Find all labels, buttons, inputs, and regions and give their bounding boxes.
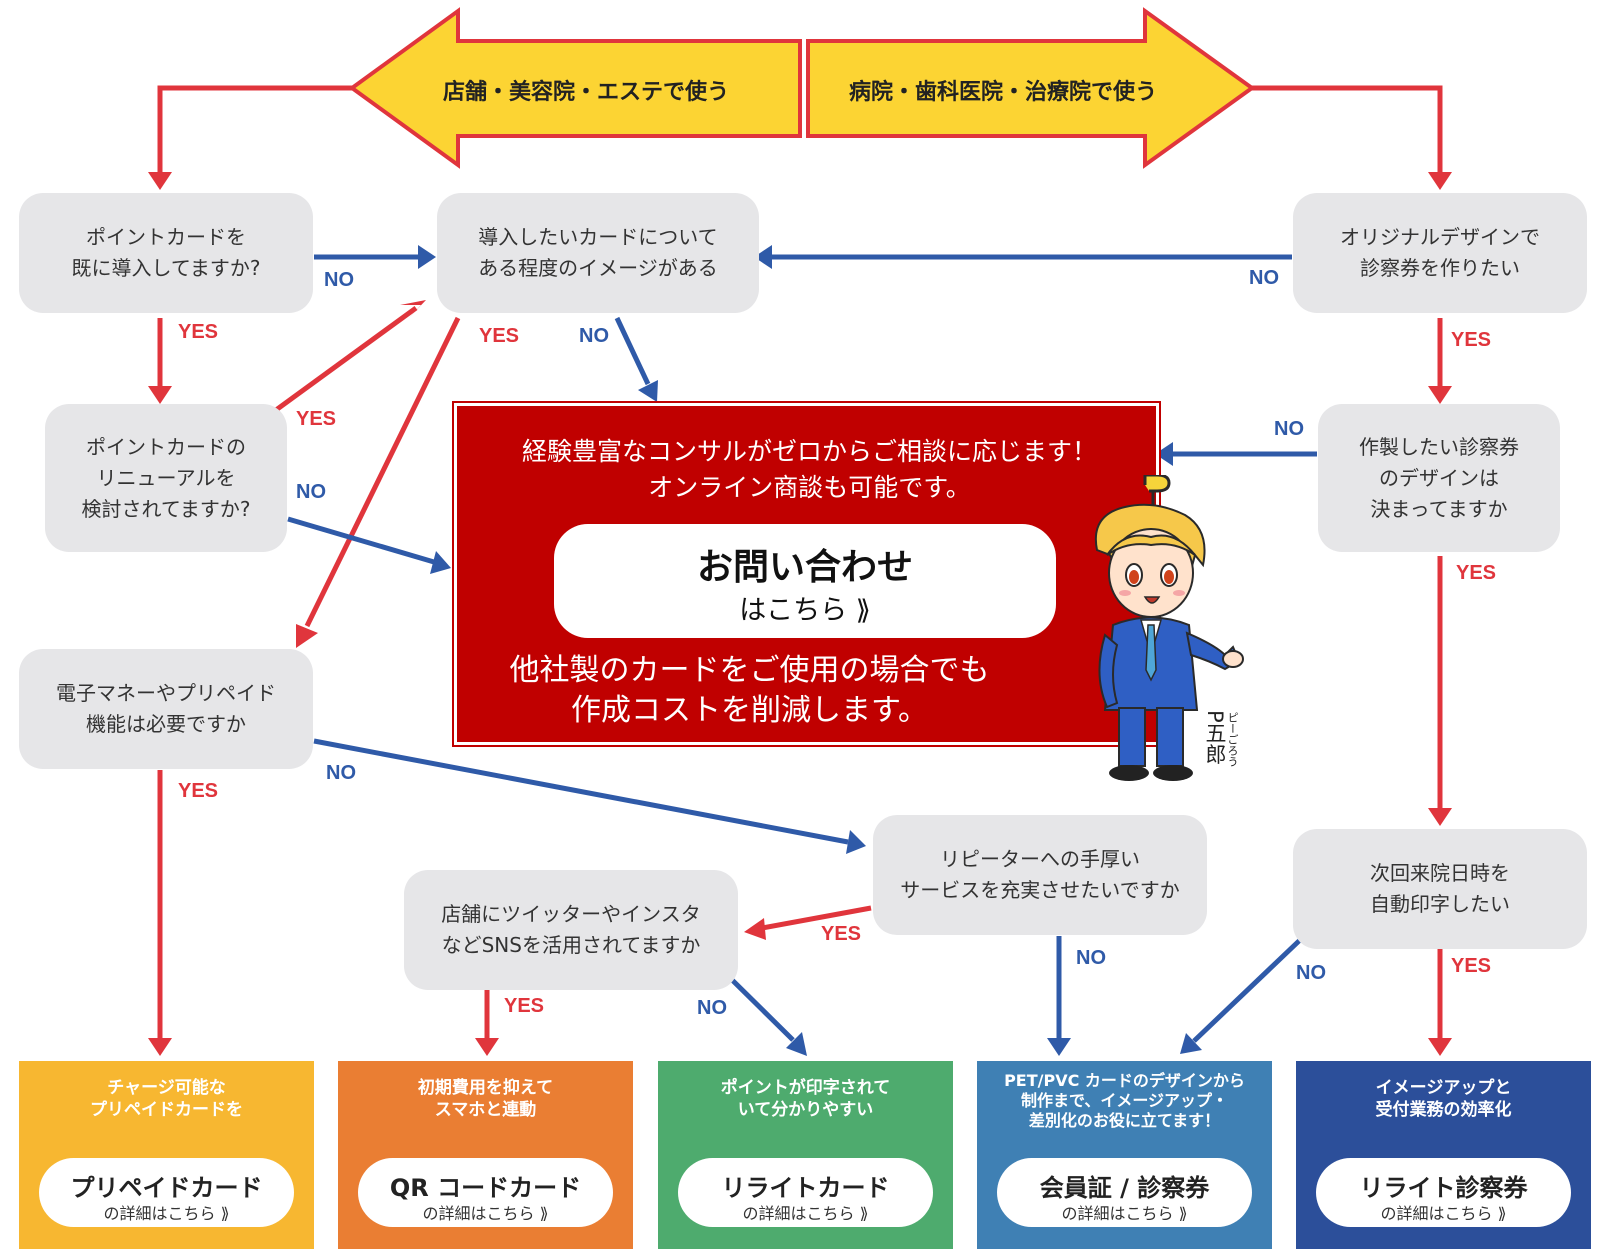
label-yes: YES (1451, 329, 1492, 351)
card-link-text: の詳細はこちら ⟫ (742, 1204, 869, 1223)
label-no: NO (296, 481, 326, 503)
card-description: 初期費用を抑えて スマホと連動 (417, 1078, 554, 1120)
node-emoney: 電子マネーやプリペイド 機能は必要ですか (19, 649, 313, 769)
mascot-ruby: ピーごろう (1226, 712, 1239, 767)
node-sns: 店舗にツイッターやインスタ などSNSを活用されてますか (404, 870, 738, 990)
rewrite-card-details-button[interactable]: リライトカード の詳細はこちら ⟫ (678, 1158, 933, 1227)
contact-button-sub: はこちら ⟫ (739, 595, 871, 626)
no-connectors (287, 245, 1317, 1056)
label-no: NO (1296, 962, 1326, 984)
qr-card-details-button[interactable]: QR コードカード の詳細はこちら ⟫ (358, 1158, 613, 1227)
card-link-text: の詳細はこちら ⟫ (422, 1204, 549, 1223)
label-yes: YES (479, 325, 520, 347)
label-no: NO (324, 269, 354, 291)
mascot-illustration (1094, 475, 1244, 781)
cta-intro-text: 経験豊富なコンサルがゼロからご相談に応じます！ オンライン商談も可能です。 (521, 437, 1097, 502)
card-title: リライトカード (721, 1174, 890, 1202)
label-yes: YES (1451, 955, 1492, 977)
label-yes: YES (178, 780, 219, 802)
node-image: 導入したいカードについて ある程度のイメージがある (437, 193, 759, 313)
rewrite-patient-card-details-button[interactable]: リライト診察券 の詳細はこちら ⟫ (1316, 1158, 1571, 1227)
card-title: QR コードカード (389, 1174, 582, 1202)
label-yes: YES (178, 321, 219, 343)
label-yes: YES (821, 923, 862, 945)
card-link-text: の詳細はこちら ⟫ (1380, 1204, 1507, 1223)
card-link-text: の詳細はこちら ⟫ (1061, 1204, 1188, 1223)
label-no: NO (697, 997, 727, 1019)
card-description: イメージアップと 受付業務の効率化 (1375, 1078, 1512, 1120)
card-description: PET/PVC カードのデザインから 制作まで、イメージアップ・ 差別化のお役に… (1004, 1071, 1245, 1130)
label-no: NO (579, 325, 609, 347)
node-original-design: オリジナルデザインで 診察券を作りたい (1293, 193, 1587, 313)
contact-button[interactable]: お問い合わせ はこちら ⟫ (554, 524, 1056, 638)
prepaid-card-details-button[interactable]: プリペイドカード の詳細はこちら ⟫ (39, 1158, 294, 1227)
node-renewal: ポイントカードの リニューアルを 検討されてますか? (45, 404, 287, 552)
yes-connectors (148, 85, 1452, 1056)
card-description: チャージ可能な プリペイドカードを (90, 1078, 243, 1120)
label-no: NO (1274, 418, 1304, 440)
label-no: NO (1249, 267, 1279, 289)
card-title: 会員証 / 診察券 (1039, 1174, 1210, 1202)
node-next-visit: 次回来院日時を 自動印字したい (1293, 829, 1587, 949)
card-prepaid: チャージ可能な プリペイドカードを プリペイドカード の詳細はこちら ⟫ (19, 1061, 314, 1249)
card-qr: 初期費用を抑えて スマホと連動 QR コードカード の詳細はこちら ⟫ (338, 1061, 633, 1249)
label-yes: YES (1456, 562, 1497, 584)
mascot-name: P五郎 (1203, 710, 1227, 765)
banner-left-label: 店舗・美容院・エステで使う (443, 80, 730, 105)
banner-left-arrow (348, 7, 802, 169)
member-card-details-button[interactable]: 会員証 / 診察券 の詳細はこちら ⟫ (997, 1158, 1252, 1227)
label-yes: YES (504, 995, 545, 1017)
card-title: プリペイドカード (70, 1174, 263, 1202)
banner-right-arrow (806, 7, 1256, 169)
node-design-decided: 作製したい診察券 のデザインは 決まってますか (1318, 404, 1560, 552)
label-yes: YES (296, 408, 337, 430)
node-repeater: リピーターへの手厚い サービスを充実させたいですか (873, 815, 1207, 935)
cta-cost-text: 他社製のカードをご使用の場合でも 作成コストを削減します。 (509, 653, 990, 728)
label-no: NO (326, 762, 356, 784)
card-link-text: の詳細はこちら ⟫ (103, 1204, 230, 1223)
banner-right-label: 病院・歯科医院・治療院で使う (849, 80, 1158, 105)
card-rewrite: ポイントが印字されて いて分かりやすい リライトカード の詳細はこちら ⟫ (658, 1061, 953, 1249)
label-no: NO (1076, 947, 1106, 969)
contact-cta-panel: 経験豊富なコンサルがゼロからご相談に応じます！ オンライン商談も可能です。 お問… (452, 401, 1161, 747)
card-title: リライト診察券 (1359, 1174, 1528, 1202)
contact-button-label: お問い合わせ (696, 547, 913, 588)
card-description: ポイントが印字されて いて分かりやすい (720, 1078, 891, 1120)
card-member: PET/PVC カードのデザインから 制作まで、イメージアップ・ 差別化のお役に… (977, 1061, 1272, 1249)
node-point-card: ポイントカードを 既に導入してますか? (19, 193, 313, 313)
card-rewrite-patient: イメージアップと 受付業務の効率化 リライト診察券 の詳細はこちら ⟫ (1296, 1061, 1591, 1249)
